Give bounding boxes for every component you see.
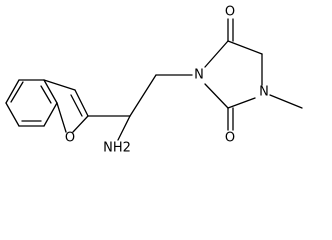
bond — [10, 81, 24, 103]
bond — [72, 115, 89, 133]
bond — [70, 94, 83, 117]
bond — [43, 102, 58, 127]
bond — [74, 89, 89, 117]
bond — [43, 79, 58, 104]
hydantoin-ring — [204, 18, 303, 131]
carbonyl-oxygen-bottom-label: O — [225, 131, 235, 146]
bond — [204, 40, 229, 68]
bond — [5, 102, 20, 127]
bond — [227, 40, 263, 55]
methyl-nitrogen-label: N — [259, 85, 269, 100]
bond — [227, 97, 256, 109]
atom-labels: O NH2 N N O O — [65, 5, 269, 156]
carbonyl-oxygen-top-label: O — [225, 5, 235, 20]
bond — [40, 85, 52, 104]
furan-oxygen-label: O — [65, 131, 75, 146]
bond — [204, 83, 229, 109]
imide-nitrogen-label: N — [194, 68, 204, 83]
bond — [43, 79, 76, 91]
molecule-structure: O NH2 N N O O — [5, 5, 303, 156]
bond — [56, 102, 67, 133]
bond — [129, 74, 157, 117]
side-chain — [87, 74, 193, 141]
bond — [117, 115, 131, 141]
amine-label: NH2 — [103, 141, 131, 156]
bond — [269, 94, 303, 109]
furan-ring — [43, 79, 89, 133]
bond — [5, 79, 20, 104]
benzene-ring — [5, 79, 58, 127]
